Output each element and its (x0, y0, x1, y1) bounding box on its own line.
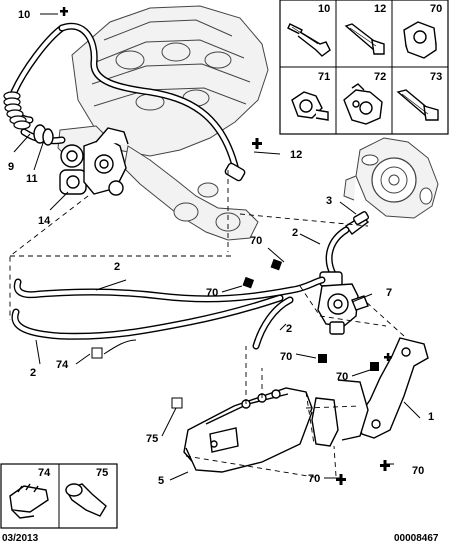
callout-2-d: 2 (30, 367, 36, 379)
legend-label-73: 73 (430, 71, 442, 83)
callout-70-e: 70 (412, 465, 424, 477)
callout-3: 3 (326, 195, 332, 207)
square-marker-75 (171, 397, 183, 409)
plus-marker-70-b (336, 474, 346, 485)
double-clip-icon (343, 83, 383, 125)
corrugated-coil (3, 91, 31, 130)
square-marker-70-a (270, 258, 283, 271)
callout-75: 75 (146, 433, 158, 445)
callout-1: 1 (428, 411, 434, 423)
hardware-legend-bottom: 74 75 (0, 463, 118, 529)
clamp-11 (33, 124, 54, 146)
bracket-1 (311, 337, 429, 447)
callout-11: 11 (26, 173, 38, 185)
legend-label-74: 74 (38, 467, 51, 479)
callout-2-b: 2 (114, 261, 120, 273)
turbo-housing (343, 137, 439, 219)
screw-icon (344, 23, 385, 55)
plus-marker-10 (60, 7, 68, 16)
callout-9: 9 (8, 161, 14, 173)
footer-reference: 00008467 (394, 533, 439, 544)
valve-14 (59, 127, 129, 196)
callout-70-c: 70 (280, 351, 292, 363)
hose-2-right (325, 226, 350, 280)
square-marker-74 (91, 347, 103, 359)
legend-label-10: 10 (318, 3, 330, 15)
hardware-legend-top: 10 12 70 71 72 73 (279, 0, 449, 135)
hose-clip-icon (291, 91, 329, 121)
cable-tie-icon (9, 483, 49, 519)
push-clip-icon (64, 483, 107, 517)
callout-7: 7 (386, 287, 392, 299)
plus-marker-70-a (380, 460, 390, 471)
callout-70-b: 70 (206, 287, 218, 299)
footer-date: 03/2013 (2, 533, 39, 544)
nut-icon (403, 21, 437, 59)
square-marker-70-b (242, 276, 255, 289)
leader-lines (13, 13, 421, 481)
legend-label-12: 12 (374, 3, 386, 15)
tapping-screw-icon (396, 89, 439, 121)
callout-70-a: 70 (250, 235, 262, 247)
callout-2-c: 2 (286, 323, 292, 335)
legend-label-75: 75 (96, 467, 108, 479)
canister-5 (183, 387, 313, 473)
bolt-icon (287, 23, 331, 57)
callout-74: 74 (56, 359, 69, 371)
square-marker-70-d (370, 362, 379, 371)
hose-2-long (11, 276, 326, 350)
valve-7 (317, 271, 369, 335)
square-marker-70-c (318, 354, 327, 363)
plus-marker-12 (252, 138, 262, 149)
connector-3 (344, 211, 370, 235)
plus-marker-70-c (384, 353, 392, 361)
callout-2-a: 2 (292, 227, 298, 239)
legend-label-72: 72 (374, 71, 386, 83)
symbol-markers (60, 7, 392, 485)
callout-5: 5 (158, 475, 164, 487)
callout-10: 10 (18, 9, 30, 21)
guide-lines (9, 170, 405, 479)
callout-12: 12 (290, 149, 302, 161)
callout-70-f: 70 (308, 473, 320, 485)
intake-manifold (57, 5, 269, 241)
callout-70-d: 70 (336, 371, 348, 383)
legend-label-71: 71 (318, 71, 330, 83)
callout-14: 14 (38, 215, 51, 227)
callout-labels: 10 9 11 14 12 3 2 70 2 70 7 2 2 74 70 70… (8, 9, 434, 487)
legend-label-70: 70 (430, 3, 442, 15)
